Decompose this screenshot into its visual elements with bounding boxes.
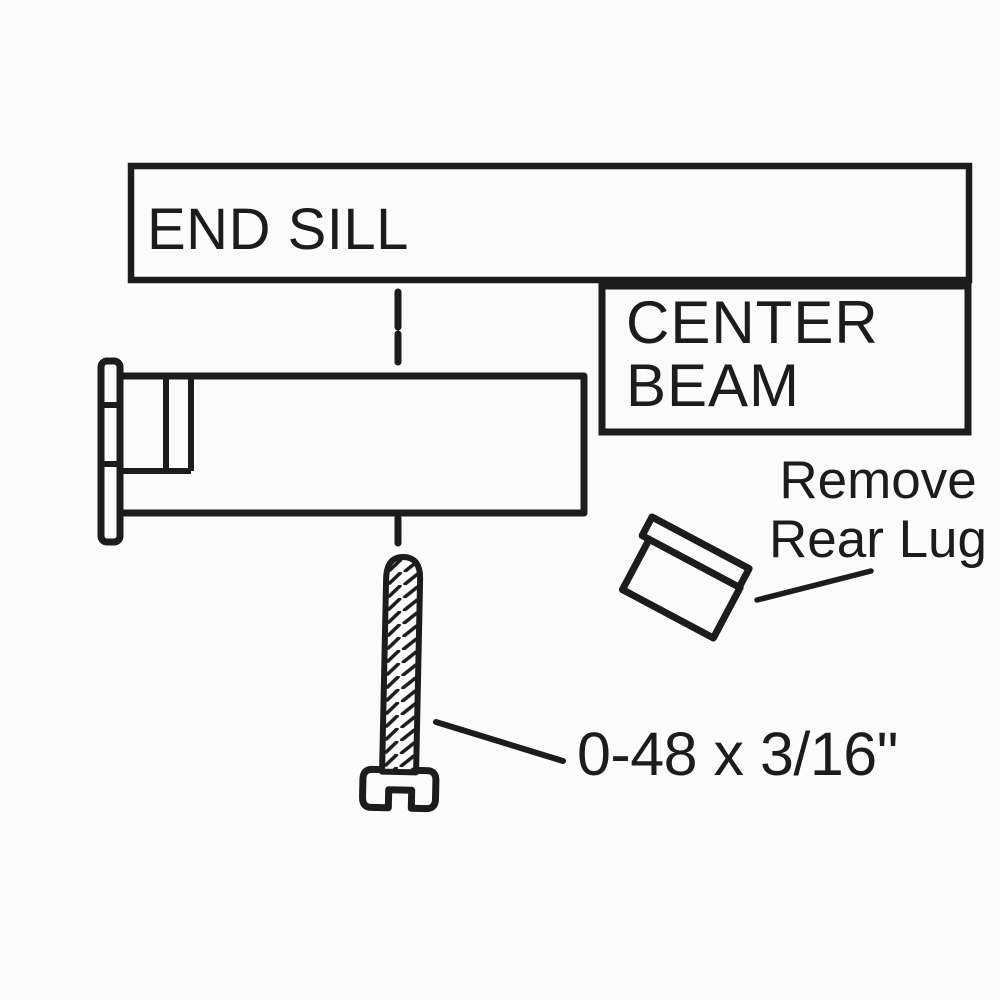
coupler-pocket-lines bbox=[122, 379, 194, 474]
screw-head bbox=[359, 765, 440, 813]
screw-size-label: 0-48 x 3/16" bbox=[577, 720, 898, 788]
center-beam-label-line1: CENTER bbox=[626, 289, 879, 356]
coupler-flange-dividers bbox=[99, 402, 122, 467]
mounting-screw bbox=[359, 554, 440, 813]
center-beam-label: CENTER BEAM bbox=[626, 291, 879, 417]
rear-lug-flange bbox=[638, 513, 753, 591]
end-sill-outline bbox=[127, 162, 973, 284]
center-beam-outline bbox=[598, 282, 972, 436]
remove-rear-lug-label: Remove Rear Lug bbox=[718, 451, 1000, 569]
end-sill-label: END SILL bbox=[147, 197, 409, 262]
coupler-box-outline bbox=[121, 372, 588, 517]
center-beam-label-line2: BEAM bbox=[626, 352, 801, 419]
remove-rear-lug-label-line2: Rear Lug bbox=[768, 510, 988, 569]
remove-rear-lug-label-line1: Remove bbox=[779, 451, 977, 510]
screw-callout-line bbox=[433, 719, 566, 764]
rear-lug-callout-line bbox=[754, 568, 874, 603]
rear-lug bbox=[618, 513, 753, 642]
screw-threaded-shaft bbox=[379, 554, 424, 776]
coupler-flange-bar bbox=[97, 357, 124, 546]
